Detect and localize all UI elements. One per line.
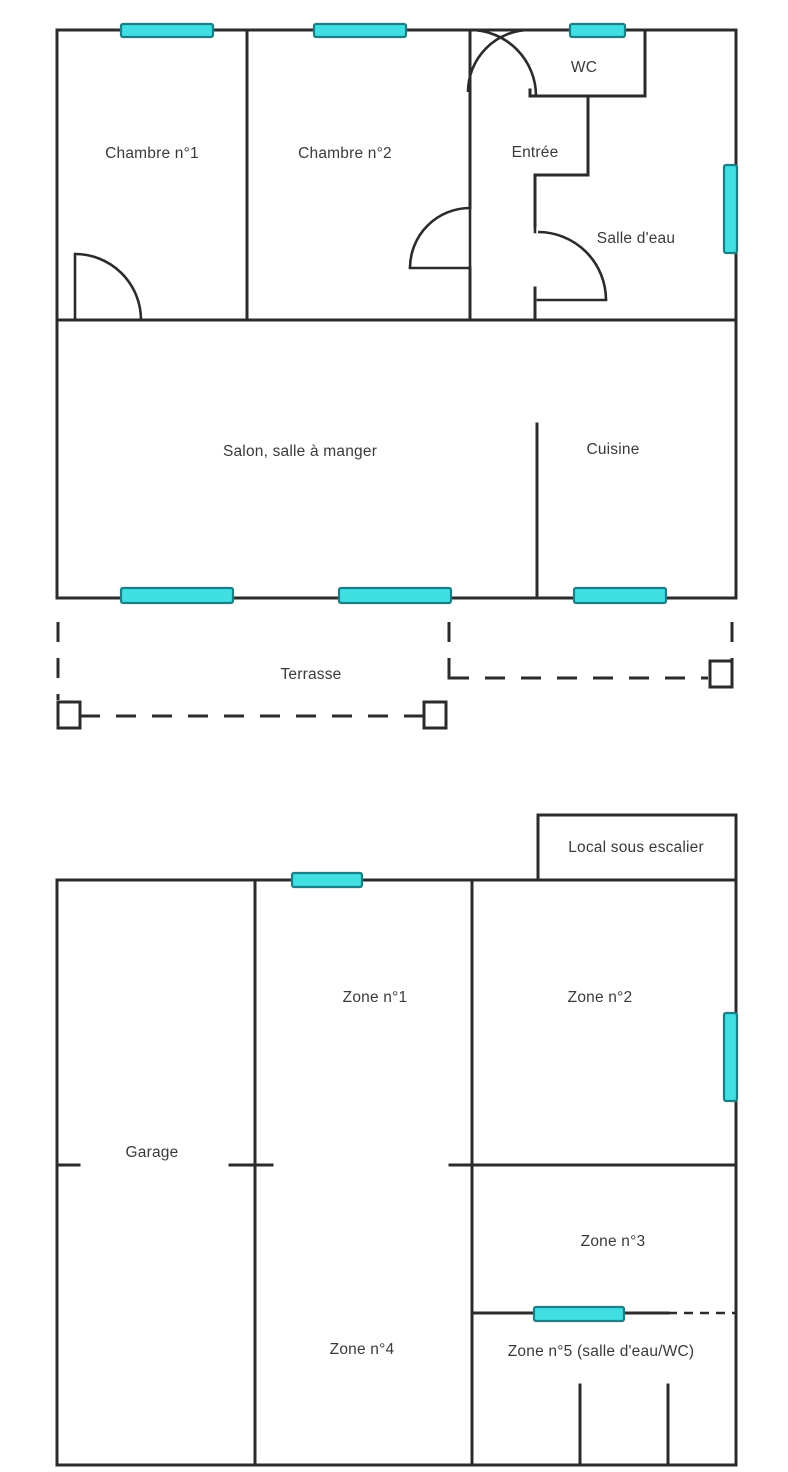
- label-terrasse: Terrasse: [280, 666, 341, 683]
- window-wc-top: [568, 22, 627, 39]
- label-garage: Garage: [126, 1144, 179, 1161]
- label-chambre2: Chambre n°2: [298, 145, 392, 162]
- terrace-post-left: [56, 700, 82, 730]
- upper-outer-walls: [55, 28, 738, 600]
- label-zone3: Zone n°3: [581, 1233, 646, 1250]
- upper-door-arcs: [73, 28, 608, 322]
- window-chambre1-top: [119, 22, 215, 39]
- terrace-posts: [56, 659, 734, 730]
- terrace-outline: [56, 622, 734, 718]
- lower-outer-walls: [55, 878, 738, 1467]
- terrace-post-middle: [422, 700, 448, 730]
- window-zone5: [532, 1305, 626, 1323]
- upper-windows: [119, 22, 739, 605]
- lower-plan-group: Local sous escalier Zone n°1 Zone n°2 Ga…: [55, 813, 739, 1467]
- upper-plan-group: Chambre n°1 Chambre n°2 WC Entrée Salle …: [55, 22, 739, 730]
- label-salle-deau: Salle d'eau: [597, 230, 675, 247]
- label-chambre1: Chambre n°1: [105, 145, 199, 162]
- window-salon-left: [119, 586, 235, 605]
- window-salon-right: [337, 586, 453, 605]
- lower-windows: [290, 871, 739, 1323]
- label-zone5: Zone n°5 (salle d'eau/WC): [508, 1343, 694, 1360]
- label-local-sous-escalier: Local sous escalier: [568, 839, 704, 856]
- upper-interior-walls: [55, 28, 738, 600]
- upper-room-labels: Chambre n°1 Chambre n°2 WC Entrée Salle …: [105, 59, 675, 683]
- label-zone2: Zone n°2: [568, 989, 633, 1006]
- label-entree: Entrée: [512, 144, 559, 161]
- label-wc: WC: [571, 59, 597, 76]
- label-salon: Salon, salle à manger: [223, 443, 377, 460]
- label-zone4: Zone n°4: [330, 1341, 395, 1358]
- lower-room-labels: Local sous escalier Zone n°1 Zone n°2 Ga…: [126, 839, 704, 1360]
- label-zone1: Zone n°1: [343, 989, 408, 1006]
- window-cuisine: [572, 586, 668, 605]
- lower-interior-walls: [253, 878, 738, 1467]
- label-cuisine: Cuisine: [586, 441, 639, 458]
- terrace-post-right: [708, 659, 734, 689]
- window-zone2-right: [722, 1011, 739, 1103]
- local-sous-escalier-box: [536, 813, 738, 882]
- window-zone1-top: [290, 871, 364, 889]
- window-salledeau-right: [722, 163, 739, 255]
- window-chambre2-top: [312, 22, 408, 39]
